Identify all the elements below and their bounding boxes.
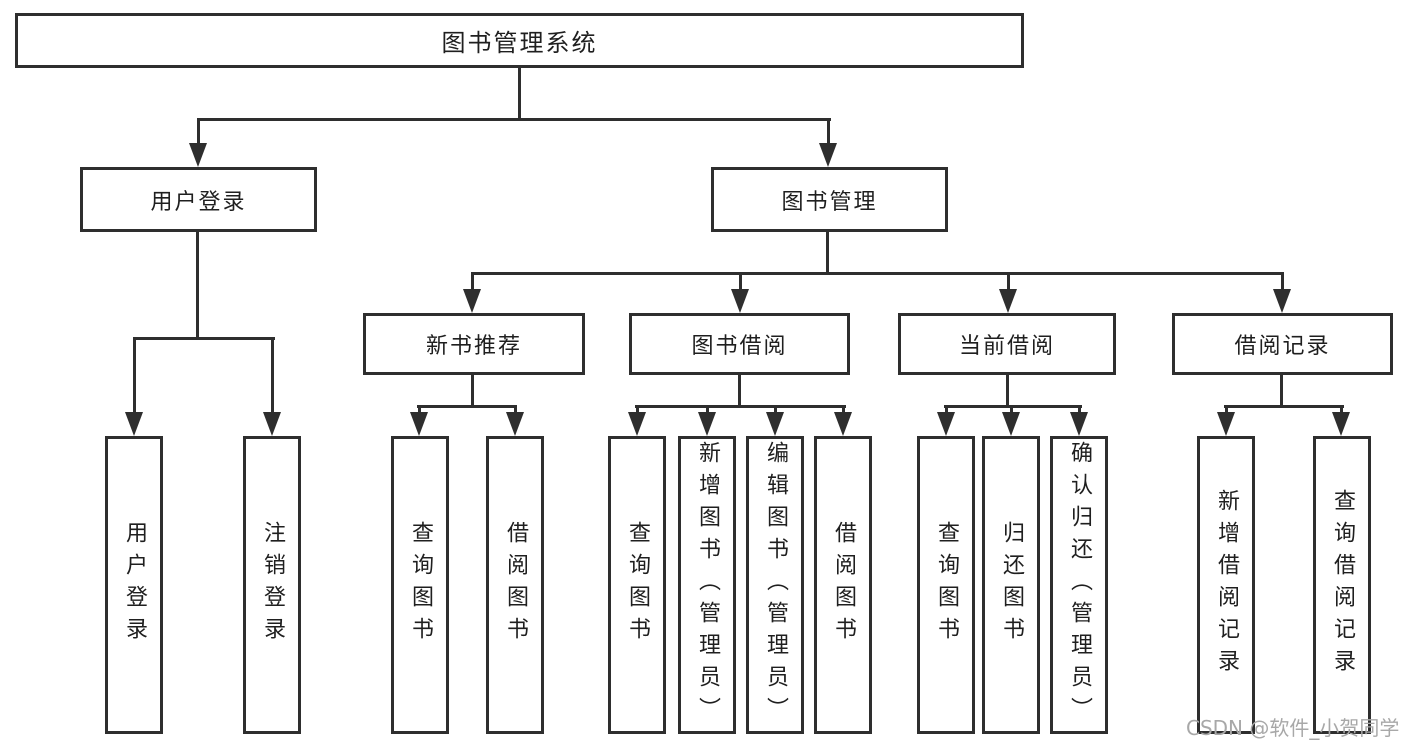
connector-line	[471, 272, 1284, 275]
csdn-watermark: CSDN @软件_小贺同学	[1186, 716, 1400, 740]
leaf-current-confirm-return-admin: 确认归还（管理员）	[1050, 436, 1108, 734]
down-arrow-icon	[1070, 408, 1088, 436]
connector-line	[518, 68, 521, 121]
node-book-management: 图书管理	[711, 167, 948, 232]
down-arrow-icon	[189, 121, 207, 167]
connector-line	[738, 375, 741, 408]
leaf-current-return-books: 归还图书	[982, 436, 1040, 734]
leaf-recommend-query-books: 查询图书	[391, 436, 449, 734]
node-current-borrowing: 当前借阅	[898, 313, 1116, 375]
connector-line	[471, 375, 474, 408]
down-arrow-icon	[410, 408, 428, 436]
down-arrow-icon	[1273, 275, 1291, 313]
node-user-login: 用户登录	[80, 167, 317, 232]
connector-line	[1224, 405, 1344, 408]
down-arrow-icon	[1332, 408, 1350, 436]
down-arrow-icon	[628, 408, 646, 436]
leaf-recommend-borrow-books: 借阅图书	[486, 436, 544, 734]
leaf-records-add-borrow-record: 新增借阅记录	[1197, 436, 1255, 734]
down-arrow-icon	[834, 408, 852, 436]
connector-line	[1006, 375, 1009, 408]
down-arrow-icon	[999, 275, 1017, 313]
connector-line	[197, 118, 831, 121]
connector-line	[944, 405, 1082, 408]
node-book-borrowing: 图书借阅	[629, 313, 850, 375]
node-borrowing-records: 借阅记录	[1172, 313, 1393, 375]
down-arrow-icon	[1002, 408, 1020, 436]
down-arrow-icon	[731, 275, 749, 313]
connector-line	[196, 232, 199, 340]
leaf-borrowing-add-books-admin: 新增图书（管理员）	[678, 436, 736, 734]
leaf-current-query-books: 查询图书	[917, 436, 975, 734]
down-arrow-icon	[937, 408, 955, 436]
node-new-book-recommendation: 新书推荐	[363, 313, 585, 375]
down-arrow-icon	[698, 408, 716, 436]
leaf-borrowing-borrow-books: 借阅图书	[814, 436, 872, 734]
down-arrow-icon	[766, 408, 784, 436]
down-arrow-icon	[125, 340, 143, 436]
connector-line	[826, 232, 829, 275]
down-arrow-icon	[463, 275, 481, 313]
down-arrow-icon	[1217, 408, 1235, 436]
connector-line	[1280, 375, 1283, 408]
down-arrow-icon	[263, 340, 281, 436]
leaf-borrowing-query-books: 查询图书	[608, 436, 666, 734]
leaf-records-query-borrow-record: 查询借阅记录	[1313, 436, 1371, 734]
leaf-user-login: 用户登录	[105, 436, 163, 734]
connector-line	[133, 337, 275, 340]
leaf-logout: 注销登录	[243, 436, 301, 734]
connector-line	[635, 405, 846, 408]
node-root-library-management-system: 图书管理系统	[15, 13, 1024, 68]
leaf-borrowing-edit-books-admin: 编辑图书（管理员）	[746, 436, 804, 734]
down-arrow-icon	[506, 408, 524, 436]
connector-line	[417, 405, 517, 408]
down-arrow-icon	[819, 121, 837, 167]
